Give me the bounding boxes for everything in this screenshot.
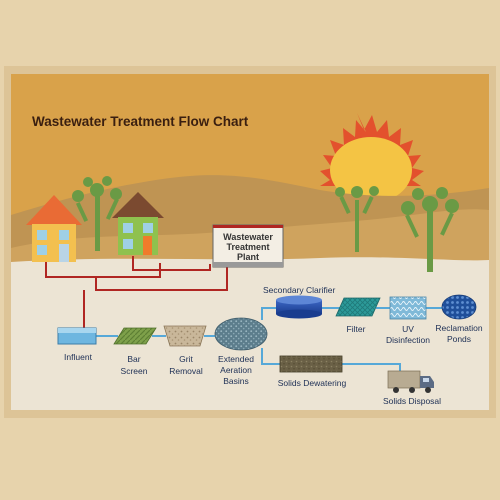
aeration-label-line1: Extended — [218, 354, 254, 364]
truck-icon: Solids Disposal — [383, 370, 441, 406]
uv-label-line2: Disinfection — [386, 335, 430, 345]
influent-label: Influent — [64, 352, 93, 362]
filter-label: Filter — [347, 324, 366, 334]
grit-removal-label-line2: Removal — [169, 366, 203, 376]
reclamation-label-line2: Ponds — [447, 334, 471, 344]
reclamation-ponds-stage: Reclamation Ponds — [435, 294, 483, 344]
reclamation-label-line1: Reclamation — [435, 323, 483, 333]
grit-removal-stage: Grit Removal — [163, 325, 207, 376]
aeration-label-line3: Basins — [223, 376, 249, 386]
solids-disposal-label: Solids Disposal — [383, 396, 441, 406]
plant-label-line1: Wastewater — [223, 232, 273, 242]
house-left-icon — [26, 195, 82, 262]
joshua-tree-left — [72, 176, 122, 251]
joshua-tree-right — [401, 187, 459, 272]
plant-label-line2: Treatment — [226, 242, 269, 252]
solids-dewatering-stage: Solids Dewatering — [278, 355, 347, 388]
plant-label-line3: Plant — [237, 252, 259, 262]
filter-stage: Filter — [335, 297, 381, 334]
house-right-icon — [112, 192, 164, 255]
aeration-label-line2: Aeration — [220, 365, 252, 375]
secondary-clarifier-stage: Secondary Clarifier — [263, 285, 335, 319]
aeration-basins-stage: Extended Aeration Basins — [214, 317, 268, 386]
bar-screen-label-line1: Bar — [127, 354, 140, 364]
bar-screen-label-line2: Screen — [121, 366, 148, 376]
sun-icon — [320, 113, 424, 203]
treatment-plant-icon: Wastewater Treatment Plant — [212, 224, 284, 268]
chart-title: Wastewater Treatment Flow Chart — [32, 114, 249, 129]
secondary-clarifier-label: Secondary Clarifier — [263, 285, 335, 295]
joshua-tree-center — [335, 186, 379, 252]
grit-removal-label-line1: Grit — [179, 354, 193, 364]
uv-label-line1: UV — [402, 324, 414, 334]
process-pipes — [96, 307, 442, 375]
influent-stage: Influent — [57, 327, 97, 362]
sewer-pipes — [45, 256, 228, 331]
uv-disinfection-stage: UV Disinfection — [386, 296, 430, 345]
solids-dewatering-label: Solids Dewatering — [278, 378, 347, 388]
bar-screen-stage: Bar Screen — [113, 327, 157, 376]
